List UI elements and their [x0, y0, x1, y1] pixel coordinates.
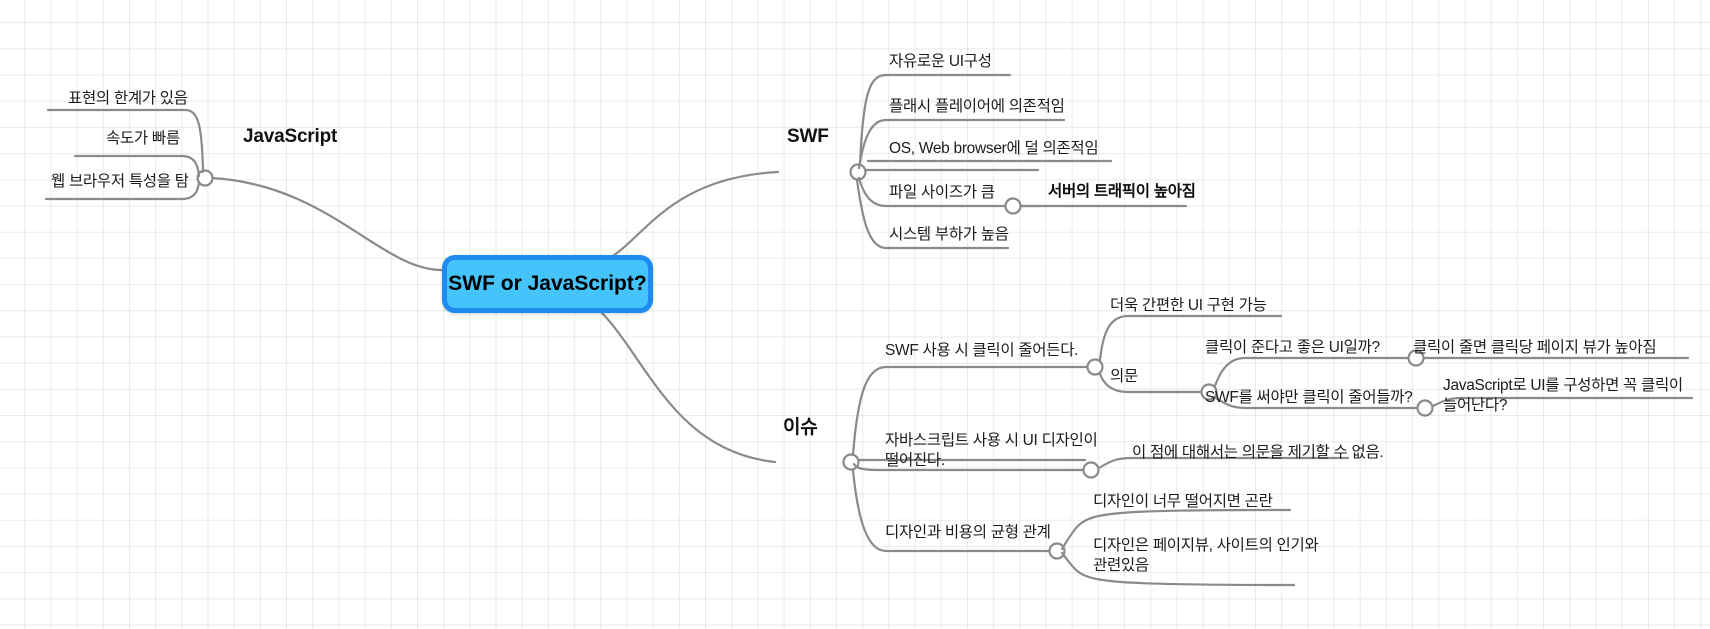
- root-node[interactable]: SWF or JavaScript?: [442, 255, 653, 313]
- edge-root-issue: [578, 293, 777, 464]
- hub-design-cost: [1048, 542, 1066, 560]
- swf-child-large-file-size[interactable]: 파일 사이즈가 큼: [889, 184, 995, 201]
- node-doubt[interactable]: 의문: [1110, 368, 1138, 385]
- swf-child-flash-player-dependent[interactable]: 플래시 플레이어에 의존적임: [889, 98, 1065, 115]
- edge-root-javascript: [210, 176, 444, 272]
- swf-child-high-system-load[interactable]: 시스템 부하가 높음: [889, 226, 1009, 243]
- node-fewer-clicks-higher-pageview[interactable]: 클릭이 줄면 클릭당 페이지 뷰가 높아짐: [1413, 339, 1657, 356]
- issue-child-swf-reduces-clicks[interactable]: SWF 사용 시 클릭이 줄어든다.: [885, 342, 1079, 359]
- node-only-swf-reduces-clicks[interactable]: SWF를 써야만 클릭이 줄어들까?: [1205, 389, 1413, 406]
- swf-child-os-browser-less-dependent[interactable]: OS, Web browser에 덜 의존적임: [889, 140, 1099, 157]
- js-child-browser-dependent[interactable]: 웹 브라우저 특성을 탐: [51, 173, 189, 190]
- hub-swf-only: [1416, 399, 1434, 417]
- hub-file-size: [1004, 197, 1022, 215]
- branch-label-javascript[interactable]: JavaScript: [243, 126, 338, 147]
- hub-javascript: [196, 169, 214, 187]
- issue-child-js-poor-design[interactable]: 자바스크립트 사용 시 UI 디자인이 떨어진다.: [885, 432, 1098, 470]
- branch-label-swf[interactable]: SWF: [787, 126, 829, 147]
- edge-q-child-1: [1213, 356, 1413, 388]
- edge-root-swf: [598, 170, 780, 264]
- swf-grandchild-server-traffic[interactable]: 서버의 트래픽이 높아짐: [1048, 183, 1196, 200]
- node-js-ui-more-clicks[interactable]: JavaScript로 UI를 구성하면 꼭 클릭이 늘어난다?: [1443, 377, 1683, 415]
- swf-child-free-ui[interactable]: 자유로운 UI구성: [889, 53, 992, 70]
- node-design-too-bad[interactable]: 디자인이 너무 떨어지면 곤란: [1093, 493, 1273, 510]
- branch-label-issue[interactable]: 이슈: [783, 417, 818, 438]
- node-fewer-clicks-good-ui[interactable]: 클릭이 준다고 좋은 UI일까?: [1205, 339, 1380, 356]
- root-node-label: SWF or JavaScript?: [448, 272, 647, 295]
- hub-issue: [842, 453, 860, 471]
- issue-child-design-cost-balance[interactable]: 디자인과 비용의 균형 관계: [885, 524, 1051, 541]
- hub-swf: [849, 163, 867, 181]
- node-design-pageview-popularity[interactable]: 디자인은 페이지뷰, 사이트의 인기와 관련있음: [1093, 537, 1319, 575]
- hub-swf-click: [1086, 358, 1104, 376]
- node-no-objection[interactable]: 이 점에 대해서는 의문을 제기할 수 없음.: [1132, 444, 1384, 461]
- js-child-expression-limit[interactable]: 표현의 한계가 있음: [68, 90, 188, 107]
- js-child-fast-speed[interactable]: 속도가 빠름: [106, 130, 180, 147]
- node-simpler-ui-possible[interactable]: 더욱 간편한 UI 구현 가능: [1110, 297, 1267, 314]
